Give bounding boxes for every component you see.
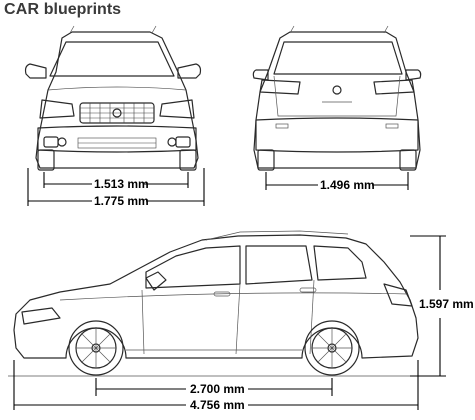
- front-track-label: 1.513 mm: [94, 177, 149, 191]
- site-logo[interactable]: CAR blueprints: [4, 1, 121, 19]
- right-mirror: [177, 63, 202, 79]
- front-view: 1.513 mm 1.775 mm: [24, 25, 205, 208]
- rear-wheel: [304, 320, 360, 376]
- rear-view: 1.496 mm: [252, 25, 422, 192]
- logo-text-blueprints: blueprints: [43, 1, 122, 18]
- side-view: 1.597 mm 2.700 mm 4.756 mm: [8, 230, 474, 412]
- height-label: 1.597 mm: [419, 297, 474, 311]
- front-width-label: 1.775 mm: [94, 194, 149, 208]
- logo-text-car: CAR: [4, 1, 40, 18]
- front-wheel: [68, 320, 124, 376]
- rear-track-label: 1.496 mm: [320, 178, 375, 192]
- left-mirror: [24, 63, 47, 79]
- front-badge-icon: [112, 108, 122, 118]
- rear-badge-icon: [332, 85, 342, 95]
- wheelbase-label: 2.700 mm: [190, 382, 245, 396]
- length-label: 4.756 mm: [190, 398, 245, 412]
